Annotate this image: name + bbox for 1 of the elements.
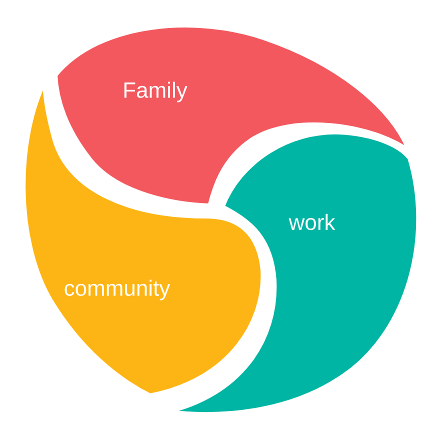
swirl-segment: Family (52, 22, 412, 208)
